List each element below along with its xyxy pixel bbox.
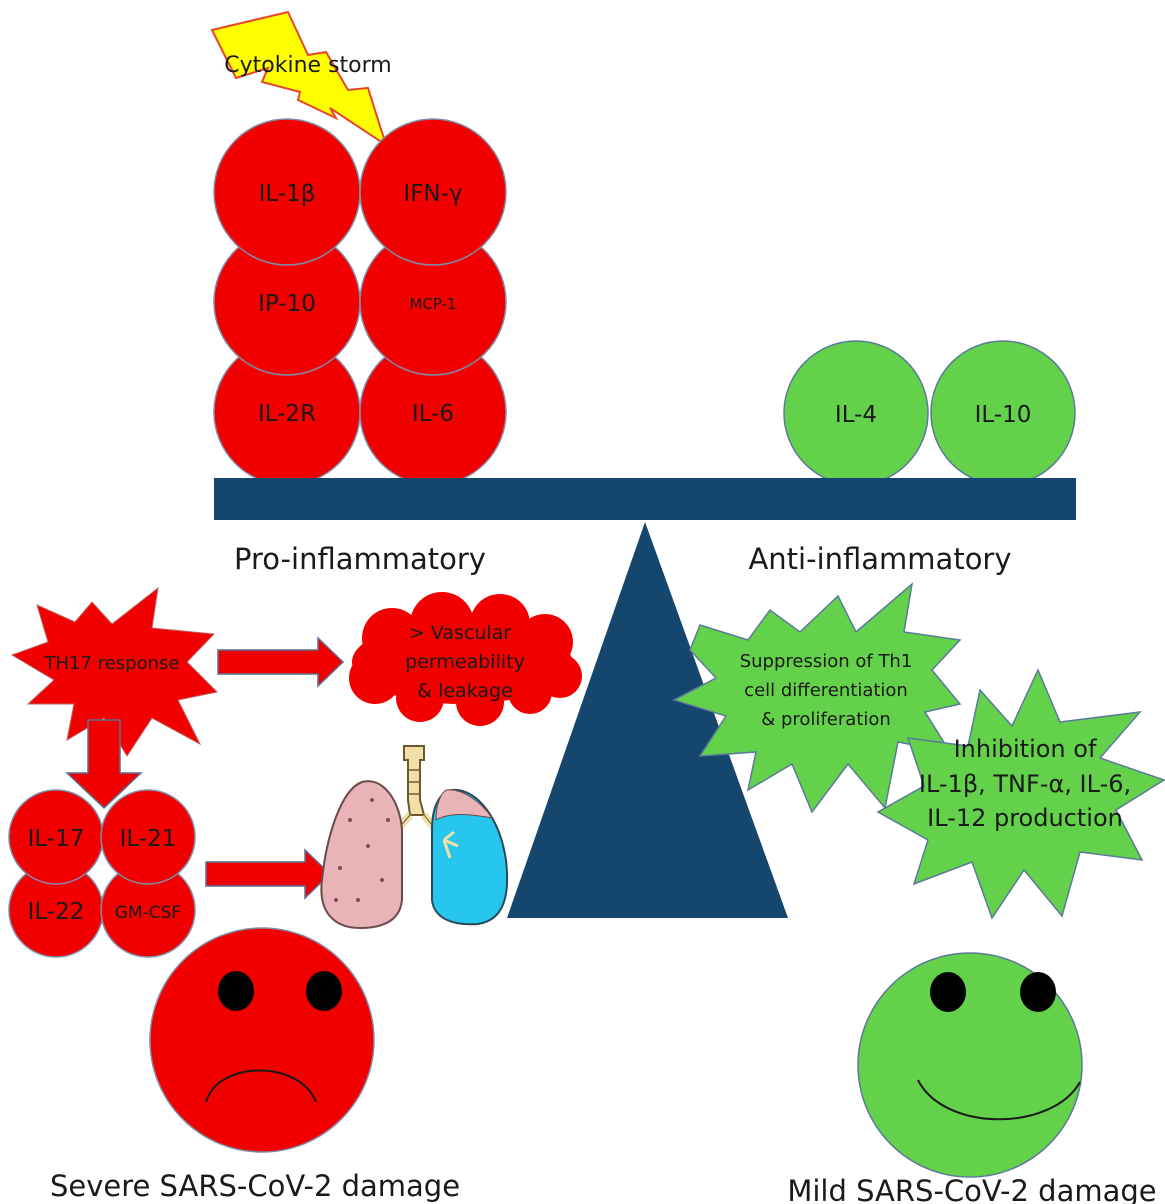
sad-face-icon <box>149 927 375 1153</box>
cytokine-label: GM-CSF <box>115 903 181 923</box>
anti-inflammatory-cytokines: IL-4 IL-10 <box>783 340 1076 486</box>
th17-label: TH17 response <box>44 653 180 674</box>
lungs-icon <box>320 745 509 930</box>
suppression-line: & proliferation <box>761 709 891 730</box>
cytokine-label: IL-4 <box>835 402 877 428</box>
balance-fulcrum <box>507 522 788 918</box>
vascular-effect-line: permeability <box>405 651 525 673</box>
cytokine-label: IL-17 <box>28 826 85 852</box>
vascular-effect-line: > Vascular <box>409 622 511 644</box>
inhibition-line: IL-1β, TNF-α, IL-6, <box>919 770 1131 798</box>
vascular-effect-line: & leakage <box>417 680 513 702</box>
balance-beam <box>214 478 1076 520</box>
pro-inflammatory-label: Pro-inflammatory <box>234 542 486 576</box>
cytokine-label: IL-21 <box>120 826 177 852</box>
cytokine-label: IL-2R <box>258 401 316 427</box>
cytokine-storm-label: Cytokine storm <box>224 53 391 78</box>
cytokine-label: IFN-γ <box>403 181 462 207</box>
cytokine-label: IL-1β <box>259 181 316 207</box>
cytokine-label: IL-10 <box>975 402 1032 428</box>
inhibition-line: IL-12 production <box>927 804 1123 832</box>
lightning-bolt-icon <box>210 10 388 148</box>
happy-face-icon <box>857 952 1083 1178</box>
pro-inflammatory-cytokines: IL-1β IFN-γ IP-10 MCP-1 IL-2R IL-6 <box>213 118 507 486</box>
th17-cytokines: IL-17 IL-21 IL-22 GM-CSF <box>8 789 196 958</box>
mild-outcome-label: Mild SARS-CoV-2 damage <box>787 1174 1156 1204</box>
down-arrow-icon <box>65 719 143 810</box>
cytokine-label: IP-10 <box>258 291 316 317</box>
severe-outcome-label: Severe SARS-CoV-2 damage <box>50 1169 460 1203</box>
vascular-permeability-cloud <box>349 592 582 726</box>
right-arrow-icon <box>205 848 332 900</box>
anti-inflammatory-label: Anti-inflammatory <box>748 542 1011 576</box>
suppression-line: cell differentiation <box>744 680 908 701</box>
suppression-line: Suppression of Th1 <box>740 651 913 672</box>
cytokine-label: IL-6 <box>412 401 454 427</box>
inhibition-burst <box>876 668 1165 920</box>
inhibition-line: Inhibition of <box>954 735 1097 763</box>
th17-burst <box>10 586 219 757</box>
cytokine-circle <box>359 118 507 266</box>
cytokine-label: IL-22 <box>28 899 85 925</box>
cytokine-label: MCP-1 <box>409 295 456 313</box>
right-arrow-icon <box>217 636 345 688</box>
cytokine-circle <box>100 789 196 885</box>
